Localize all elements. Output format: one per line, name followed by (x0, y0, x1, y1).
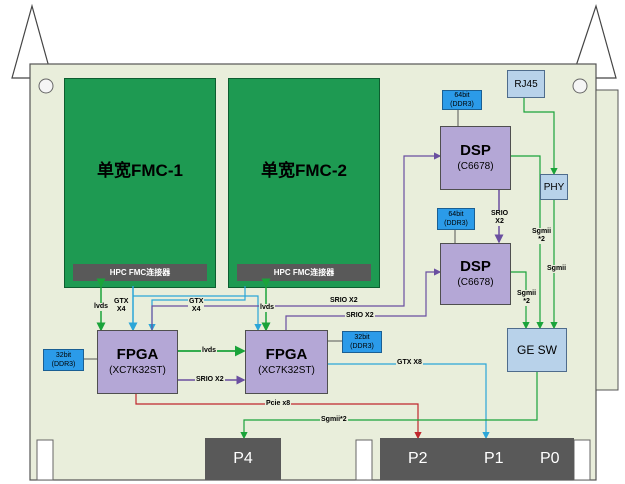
label-gtx-fmc1: GTX X4 (113, 298, 130, 314)
link-rj45-phy (520, 92, 558, 176)
link-fpga2-p1-gtx (322, 360, 490, 440)
port-p4: P4 (205, 438, 281, 480)
rj45-label: RJ45 (514, 78, 538, 90)
phy-chip: PHY (540, 174, 568, 200)
label-sgmii-dsp2: Sgmii *2 (516, 290, 538, 306)
fpga-1-part: (XC7K32ST) (109, 365, 166, 376)
ddr-fpga-2: 32bit (DDR3) (342, 331, 382, 353)
label-srio-dsp: SRIO X2 (490, 210, 510, 226)
ge-switch: GE SW (507, 328, 567, 372)
ddr-fpga-1-width: 32bit (55, 352, 72, 359)
label-lvds-fmc2: lvds (259, 304, 276, 312)
dsp-1-part: (C6678) (457, 161, 494, 172)
label-sgmii-phy: Sgmii (546, 265, 568, 273)
ddr-dsp-2-type: (DDR3) (444, 220, 468, 227)
mount-hole-left (38, 78, 54, 94)
link-dsp2-gesw (505, 268, 530, 330)
label-gtx-cross: GTX X4 (188, 298, 205, 314)
bottom-key-left (36, 439, 54, 481)
mount-hole-right (572, 78, 588, 94)
dsp-1: DSP (C6678) (440, 126, 511, 190)
label-pcie: Pcie x8 (265, 400, 292, 408)
port-p2-p1-p0: P2 P1 P0 (380, 438, 574, 480)
ddr-dsp-1: 64bit (DDR3) (442, 90, 482, 110)
ddr-dsp-1-type: (DDR3) (450, 101, 474, 108)
label-srio-fpga: SRIO X2 (195, 376, 225, 384)
port-p2-label: P2 (408, 450, 428, 467)
fmc-2-title: 单宽FMC-2 (261, 160, 347, 180)
ddr-fpga-1: 32bit (DDR3) (43, 349, 84, 371)
dsp-2: DSP (C6678) (440, 243, 511, 305)
ddr-fpga-2-width: 32bit (354, 334, 370, 341)
label-lvds-fpga: lvds (201, 347, 218, 355)
bottom-key-mid (355, 439, 373, 481)
bottom-key-right (573, 439, 591, 481)
fmc-1-title: 单宽FMC-1 (97, 160, 183, 180)
label-srio-dsp2: SRIO X2 (345, 312, 375, 320)
dsp-1-name: DSP (460, 142, 491, 159)
fmc-1-connector: HPC FMC连接器 (73, 264, 207, 281)
dsp-2-name: DSP (460, 258, 491, 275)
label-sgmii-dsp1: Sgmii *2 (531, 228, 553, 244)
label-lvds-fmc1: lvds (93, 303, 110, 311)
ddr-fpga-1-type: (DDR3) (51, 361, 76, 368)
link-gesw-p4-sgmii (240, 372, 538, 440)
ddr-dsp-2-width: 64bit (448, 211, 464, 218)
fmc-2-connector: HPC FMC连接器 (237, 264, 371, 281)
link-fpga1-dsp1-srio (151, 152, 442, 330)
port-p0-label: P0 (540, 450, 560, 467)
ge-switch-label: GE SW (516, 343, 557, 357)
fmc-card-2: 单宽FMC-2 HPC FMC连接器 (228, 78, 380, 288)
ddr-dsp-2: 64bit (DDR3) (437, 208, 475, 230)
fpga-2-name: FPGA (265, 346, 308, 363)
fpga-1-name: FPGA (116, 346, 159, 363)
rj45-jack: RJ45 (507, 70, 545, 98)
link-fpga2-dsp2-srio (285, 268, 442, 330)
fpga-2-part: (XC7K32ST) (258, 365, 315, 376)
ddr-dsp-1-width: 64bit (454, 92, 470, 99)
port-p4-label: P4 (233, 450, 253, 467)
label-sgmii-p4: Sgmii*2 (320, 416, 348, 424)
fpga-1: FPGA (XC7K32ST) (97, 330, 178, 394)
ddr-fpga-2-type: (DDR3) (350, 343, 374, 350)
fmc-card-1: 单宽FMC-1 HPC FMC连接器 (64, 78, 216, 288)
label-gtx-p1: GTX X8 (396, 359, 423, 367)
port-p1-label: P1 (484, 450, 504, 467)
fpga-2: FPGA (XC7K32ST) (245, 330, 328, 394)
link-fmc1-fpga2-gtx (133, 295, 262, 332)
label-srio-dsp1: SRIO X2 (329, 297, 359, 305)
dsp-2-part: (C6678) (457, 277, 494, 288)
phy-label: PHY (543, 181, 565, 193)
link-dsp1-gesw (505, 152, 544, 330)
right-rail (595, 89, 619, 391)
